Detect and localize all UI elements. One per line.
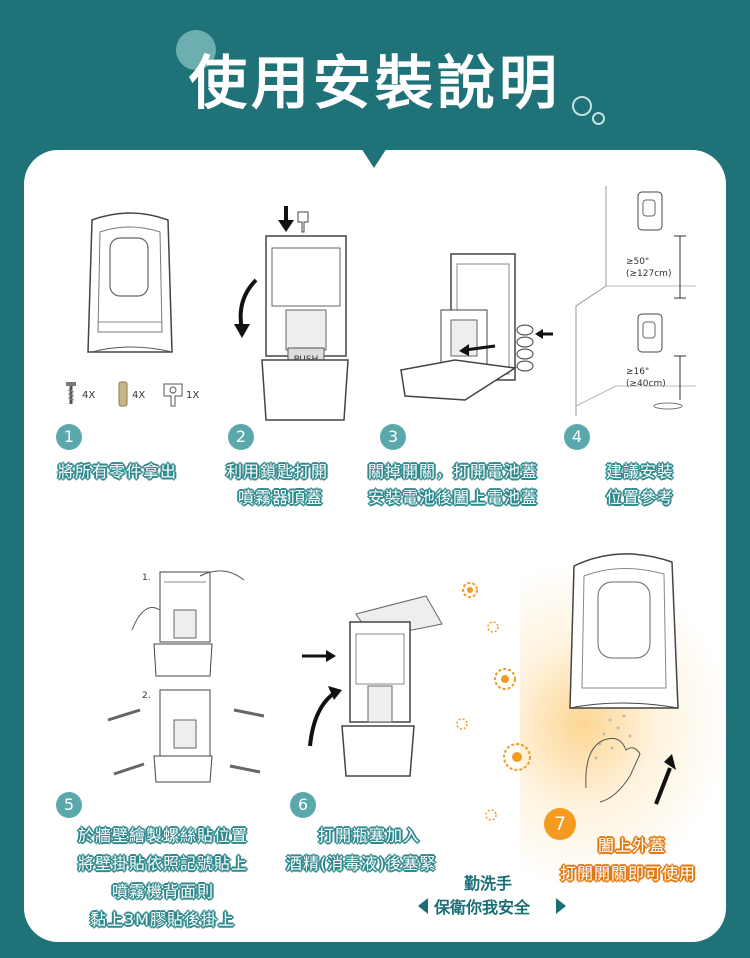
wall-mount-illustration: 1. 2.	[107, 570, 265, 783]
substep-2-label: 2.	[142, 691, 151, 701]
step-3-label-line1: 關掉開關，打開電池蓋	[368, 462, 539, 481]
parts-count-anchor: 4X	[132, 390, 146, 401]
height-label-2: ≥16"	[626, 367, 649, 377]
germ-icon	[456, 718, 468, 730]
parts-count-screw: 4X	[82, 390, 96, 401]
fill-bottle-illustration	[302, 595, 443, 777]
step-5-label-line4: 黏上3M膠貼後掛上	[90, 910, 235, 929]
height-label-2-metric: (≥40cm)	[626, 379, 666, 389]
step-7-number: 7	[544, 808, 576, 840]
step-5-number: 5	[56, 792, 82, 818]
mounting-height-illustration: ≥50" (≥127cm) ≥16" (≥40cm)	[575, 186, 696, 416]
step-1-number: 1	[56, 424, 82, 450]
step-4-number: 4	[564, 424, 590, 450]
bubble-decoration	[176, 30, 216, 70]
card-notch	[352, 134, 396, 168]
step-5-label-line3: 噴霧機背面則	[112, 882, 215, 901]
step-3-label-line2: 安裝電池後闔上電池蓋	[368, 488, 539, 507]
step-4-label-line1: 建議安裝	[606, 462, 675, 481]
slogan-arrow-left	[418, 898, 428, 914]
step-2-label-line1: 利用鎖匙打開	[226, 462, 329, 481]
height-label-1: ≥50"	[626, 257, 649, 267]
step-5-label-line1: 於牆壁繪製螺絲貼位置	[78, 826, 249, 845]
step-4-label-line2: 位置參考	[606, 488, 675, 507]
substep-1-label: 1.	[142, 573, 151, 583]
step-2-label-line2: 噴霧器頂蓋	[238, 488, 324, 507]
bubble-decoration	[592, 112, 605, 125]
germ-icon	[487, 621, 499, 633]
dispenser-open-illustration: PUSH	[234, 206, 349, 421]
page-title: 使用安裝說明	[188, 49, 561, 117]
screw-icon	[66, 382, 76, 404]
germ-icon	[503, 743, 531, 771]
slogan-arrow-right	[556, 898, 566, 914]
header: 使用安裝說明	[0, 0, 750, 150]
slogan-line2: 保衛你我安全	[434, 898, 531, 917]
step-2-number: 2	[228, 424, 254, 450]
germ-icon	[485, 809, 497, 821]
slogan-line1: 勤洗手	[464, 874, 513, 893]
parts-count-key: 1X	[186, 390, 200, 401]
step-6-number: 6	[290, 792, 316, 818]
step-3-number: 3	[380, 424, 406, 450]
dispenser-spray-illustration	[569, 553, 679, 805]
step-7-label-line1: 闔上外蓋	[598, 836, 667, 855]
step-6-label-line1: 打開瓶塞加入	[318, 826, 421, 845]
dispenser-front-illustration	[87, 212, 173, 353]
bubble-decoration	[572, 96, 592, 116]
height-label-1-metric: (≥127cm)	[626, 269, 671, 279]
anchor-icon	[118, 381, 128, 407]
germ-icon	[462, 582, 478, 598]
step-1-label: 將所有零件拿出	[58, 462, 178, 481]
step-6-label-line2: 酒精(消毒液)後塞緊	[286, 854, 437, 873]
key-icon	[163, 383, 183, 407]
step-5-label-line2: 將壁掛貼依照記號貼上	[78, 854, 249, 873]
step-7-label-line2: 打開開關即可使用	[560, 864, 697, 883]
battery-install-illustration	[400, 253, 553, 401]
germ-icon	[494, 668, 516, 690]
